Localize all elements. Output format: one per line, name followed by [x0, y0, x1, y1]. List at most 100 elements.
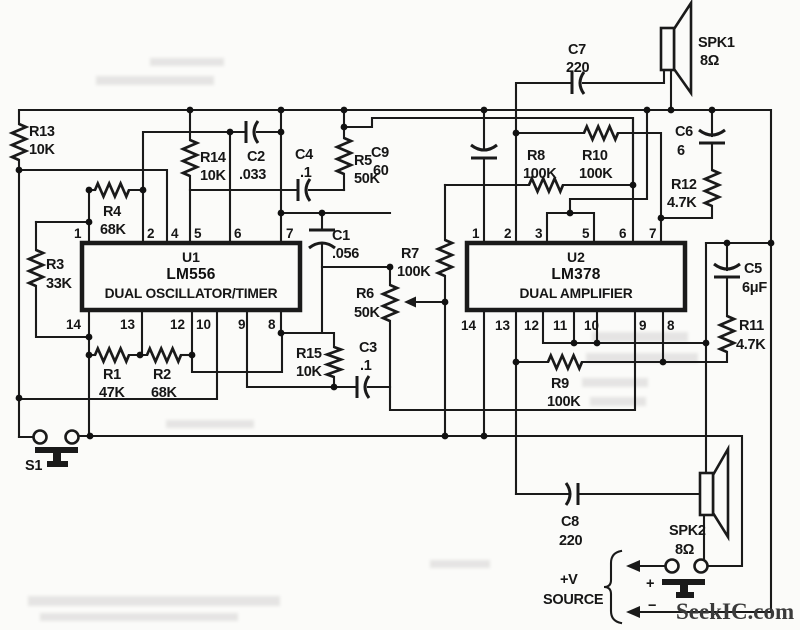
plus-lead-arrow-icon: [626, 560, 640, 572]
resistor-value: 47K: [99, 385, 126, 401]
junction-dots: [15, 106, 775, 440]
resistor-ref: R9: [551, 376, 569, 392]
capacitor-ref: C1: [332, 228, 350, 244]
resistor-value: 50K: [354, 171, 381, 187]
resistor-ref: R5: [354, 153, 372, 169]
capacitor-value: 220: [566, 60, 590, 76]
speaker-impedance: 8Ω: [700, 53, 720, 69]
speaker-ref: SPK2: [669, 523, 706, 539]
resistor-value: 100K: [579, 166, 613, 182]
minus-sign: −: [648, 598, 656, 614]
capacitor-C9: C9 60: [371, 143, 498, 179]
resistor-value: 10K: [200, 168, 227, 184]
svg-text:9: 9: [238, 317, 246, 332]
resistor-R13: R13 10K: [8, 122, 56, 162]
brace-icon: [603, 549, 623, 625]
capacitor-C8: C8 220: [559, 482, 583, 549]
resistor-value: 50K: [354, 305, 381, 321]
capacitor-value: 6μF: [742, 280, 767, 296]
resistor-ref: R4: [103, 204, 121, 220]
capacitor-ref: C3: [359, 340, 377, 356]
capacitor-C3: C3 .1: [355, 340, 377, 399]
scan-bleed-through-artifacts: [28, 58, 698, 621]
speaker-impedance: 8Ω: [675, 542, 695, 558]
resistor-ref: R11: [739, 318, 764, 334]
speaker-cone-icon: [711, 444, 730, 542]
watermark: SeekIC.com: [676, 599, 794, 624]
ic-U1: U1 LM556 DUAL OSCILLATOR/TIMER 1 2 4 5 6…: [66, 226, 303, 332]
capacitor-value: .1: [300, 165, 312, 181]
resistor-ref: R6: [356, 286, 374, 302]
svg-text:11: 11: [553, 318, 568, 333]
capacitor-C1: C1 .056: [308, 228, 360, 262]
capacitor-C2: C2 .033: [239, 120, 267, 183]
svg-text:5: 5: [582, 226, 590, 241]
resistor-R5: R5 50K: [333, 136, 381, 187]
capacitor-value: 220: [559, 533, 583, 549]
capacitor-value: 60: [373, 163, 389, 179]
capacitor-value: .033: [239, 167, 266, 183]
ic-U1-pin-numbers: 1 2 4 5 6 7 14 13 12 10 9 8: [66, 226, 294, 332]
svg-text:14: 14: [66, 317, 82, 332]
resistor-value: 100K: [397, 264, 431, 280]
resistor-R8: R8 100K: [523, 148, 565, 195]
capacitor-ref: C5: [744, 261, 762, 277]
svg-text:14: 14: [461, 318, 477, 333]
resistor-ref: R14: [200, 150, 226, 166]
resistor-R1: R1 47K: [93, 345, 131, 401]
capacitor-ref: C6: [675, 124, 693, 140]
svg-text:12: 12: [524, 318, 539, 333]
capacitor-value: 6: [677, 143, 685, 159]
capacitor-ref: C4: [295, 147, 313, 163]
speaker-cone-icon: [672, 0, 693, 98]
resistor-value: 10K: [29, 142, 56, 158]
svg-text:10: 10: [584, 318, 599, 333]
svg-text:5: 5: [194, 226, 202, 241]
svg-text:8: 8: [667, 318, 675, 333]
ic-description: DUAL AMPLIFIER: [520, 286, 633, 301]
svg-text:10: 10: [196, 317, 211, 332]
power-source-terminals: +V SOURCE + −: [543, 549, 709, 625]
svg-text:9: 9: [639, 318, 647, 333]
resistor-R3: R3 33K: [25, 248, 73, 292]
resistor-ref: R15: [296, 346, 322, 362]
circuit-wires: [17, 68, 773, 614]
svg-text:7: 7: [286, 226, 294, 241]
resistor-R9: R9 100K: [546, 352, 584, 410]
resistor-ref: R3: [46, 257, 64, 273]
svg-text:2: 2: [504, 226, 512, 241]
capacitor-ref: C7: [568, 42, 586, 58]
svg-text:13: 13: [120, 317, 136, 332]
capacitor-C6: C6 6: [675, 124, 726, 159]
ic-ref: U1: [182, 249, 200, 265]
capacitor-C5: C5 6μF: [713, 261, 768, 296]
svg-text:6: 6: [619, 226, 627, 241]
power-label-line1: +V: [560, 572, 578, 588]
resistor-ref: R2: [153, 367, 171, 383]
svg-text:6: 6: [234, 226, 242, 241]
capacitor-ref: C9: [371, 145, 389, 161]
resistor-R2: R2 68K: [145, 345, 183, 401]
resistor-R11: R11 4.7K: [716, 314, 767, 354]
resistor-value: 68K: [100, 222, 127, 238]
resistor-R15: R15 10K: [296, 345, 346, 380]
resistor-value: 33K: [46, 276, 73, 292]
resistor-ref: R12: [671, 177, 697, 193]
power-label-line2: SOURCE: [543, 592, 604, 608]
svg-text:13: 13: [495, 318, 511, 333]
minus-lead-arrow-icon: [626, 606, 640, 618]
svg-text:1: 1: [472, 226, 480, 241]
capacitor-value: .1: [360, 358, 372, 374]
resistor-ref: R13: [29, 124, 55, 140]
ic-part-number: LM378: [551, 266, 600, 283]
potentiometer-wiper-arrow: [404, 296, 416, 308]
speaker-ref: SPK1: [698, 35, 735, 51]
resistor-value: 10K: [296, 364, 323, 380]
resistor-value: 100K: [523, 166, 557, 182]
resistor-value: 4.7K: [667, 195, 697, 211]
resistor-ref: R10: [582, 148, 608, 164]
resistor-R10: R10 100K: [579, 123, 620, 182]
resistor-ref: R1: [103, 367, 121, 383]
resistor-R4: R4 68K: [93, 180, 131, 238]
